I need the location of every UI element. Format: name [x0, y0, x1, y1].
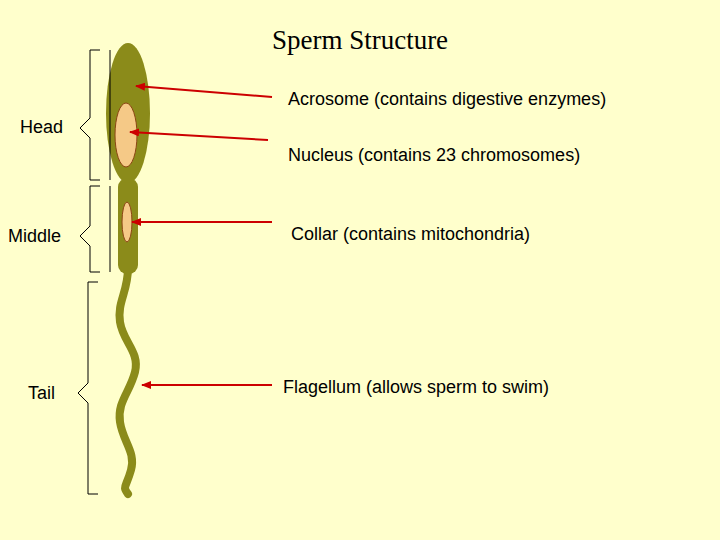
diagram-title: Sperm Structure — [0, 24, 720, 56]
part-name: Head — [20, 116, 63, 138]
mitochondria-shape — [122, 202, 132, 242]
part-label: Acrosome (contains digestive enzymes) — [288, 88, 606, 110]
nucleus-shape — [115, 103, 137, 167]
leader-arrow — [142, 384, 272, 386]
bracket — [110, 186, 111, 272]
part-name: Tail — [28, 382, 55, 404]
part-name: Middle — [8, 225, 61, 247]
leader-arrow — [136, 86, 272, 97]
bracket — [110, 50, 111, 180]
midpiece-shape — [118, 178, 138, 274]
bracket — [78, 282, 98, 494]
part-label: Nucleus (contains 23 chromosomes) — [288, 144, 580, 166]
part-label: Collar (contains mitochondria) — [291, 223, 530, 245]
leader-arrow — [132, 221, 272, 223]
bracket — [80, 50, 100, 180]
part-label: Flagellum (allows sperm to swim) — [283, 376, 549, 398]
flagellum-shape — [119, 268, 135, 494]
head-shape — [106, 43, 150, 183]
bracket — [80, 186, 100, 272]
leader-arrow — [130, 132, 268, 140]
